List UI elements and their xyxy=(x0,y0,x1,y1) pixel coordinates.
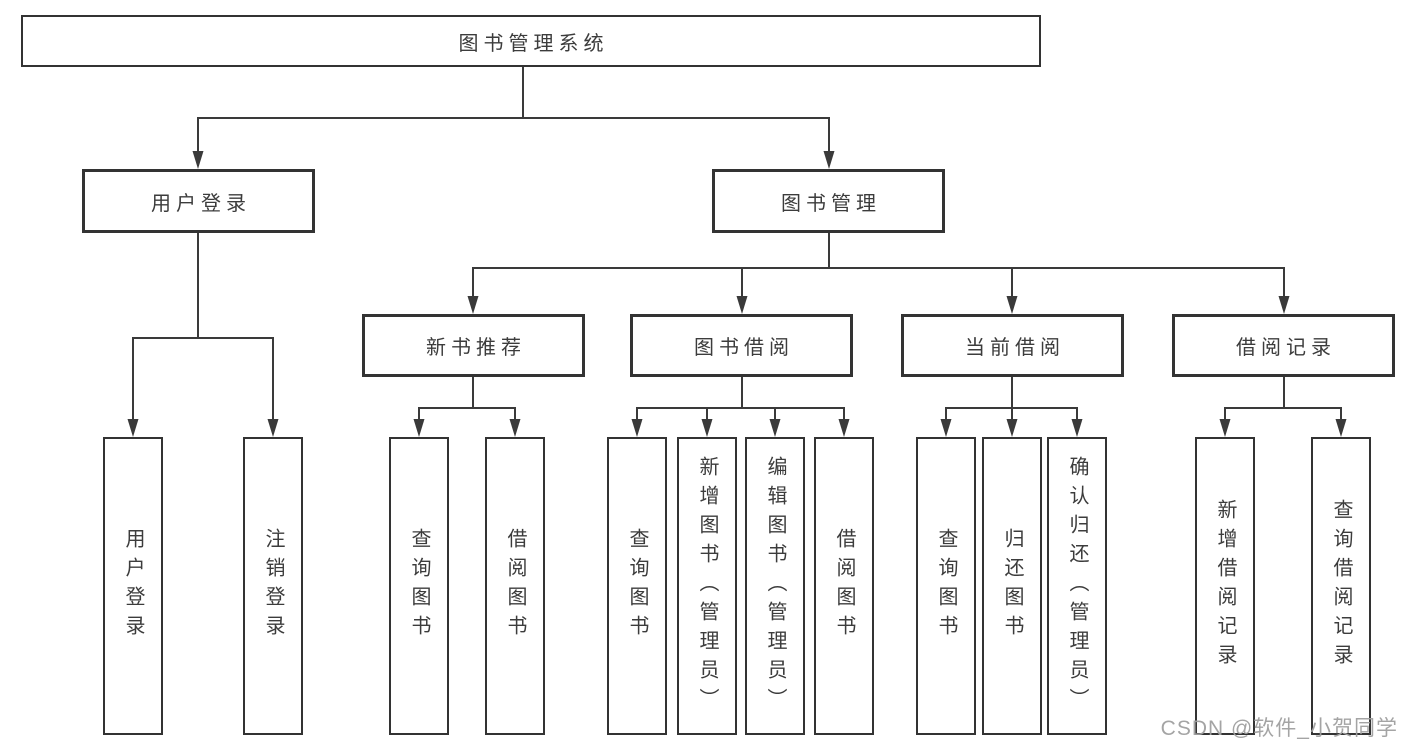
leaf-current-query-books: 查询图书 xyxy=(916,437,976,735)
leaf-records-add-record: 新增借阅记录 xyxy=(1195,437,1255,735)
leaf-newbook-borrow-books: 借阅图书 xyxy=(485,437,545,735)
leaf-borrow-edit-books-admin: 编辑图书（管理员） xyxy=(745,437,805,735)
leaf-borrow-query-books: 查询图书 xyxy=(607,437,667,735)
leaf-current-return-books: 归还图书 xyxy=(982,437,1042,735)
node-borrow-records: 借阅记录 xyxy=(1172,314,1395,377)
leaf-logout: 注销登录 xyxy=(243,437,303,735)
leaf-current-confirm-return-admin: 确认归还（管理员） xyxy=(1047,437,1107,735)
leaf-borrow-borrow-books: 借阅图书 xyxy=(814,437,874,735)
csdn-watermark: CSDN @软件_小贺同学 xyxy=(1160,717,1398,740)
leaf-records-query-record: 查询借阅记录 xyxy=(1311,437,1371,735)
node-current-borrow: 当前借阅 xyxy=(901,314,1124,377)
node-new-book-recommend: 新书推荐 xyxy=(362,314,585,377)
leaf-borrow-add-books-admin: 新增图书（管理员） xyxy=(677,437,737,735)
leaf-newbook-query-books: 查询图书 xyxy=(389,437,449,735)
node-user-login: 用户登录 xyxy=(82,169,315,233)
node-book-management: 图书管理 xyxy=(712,169,945,233)
leaf-user-login: 用户登录 xyxy=(103,437,163,735)
node-book-borrow: 图书借阅 xyxy=(630,314,853,377)
node-root: 图书管理系统 xyxy=(21,15,1041,67)
